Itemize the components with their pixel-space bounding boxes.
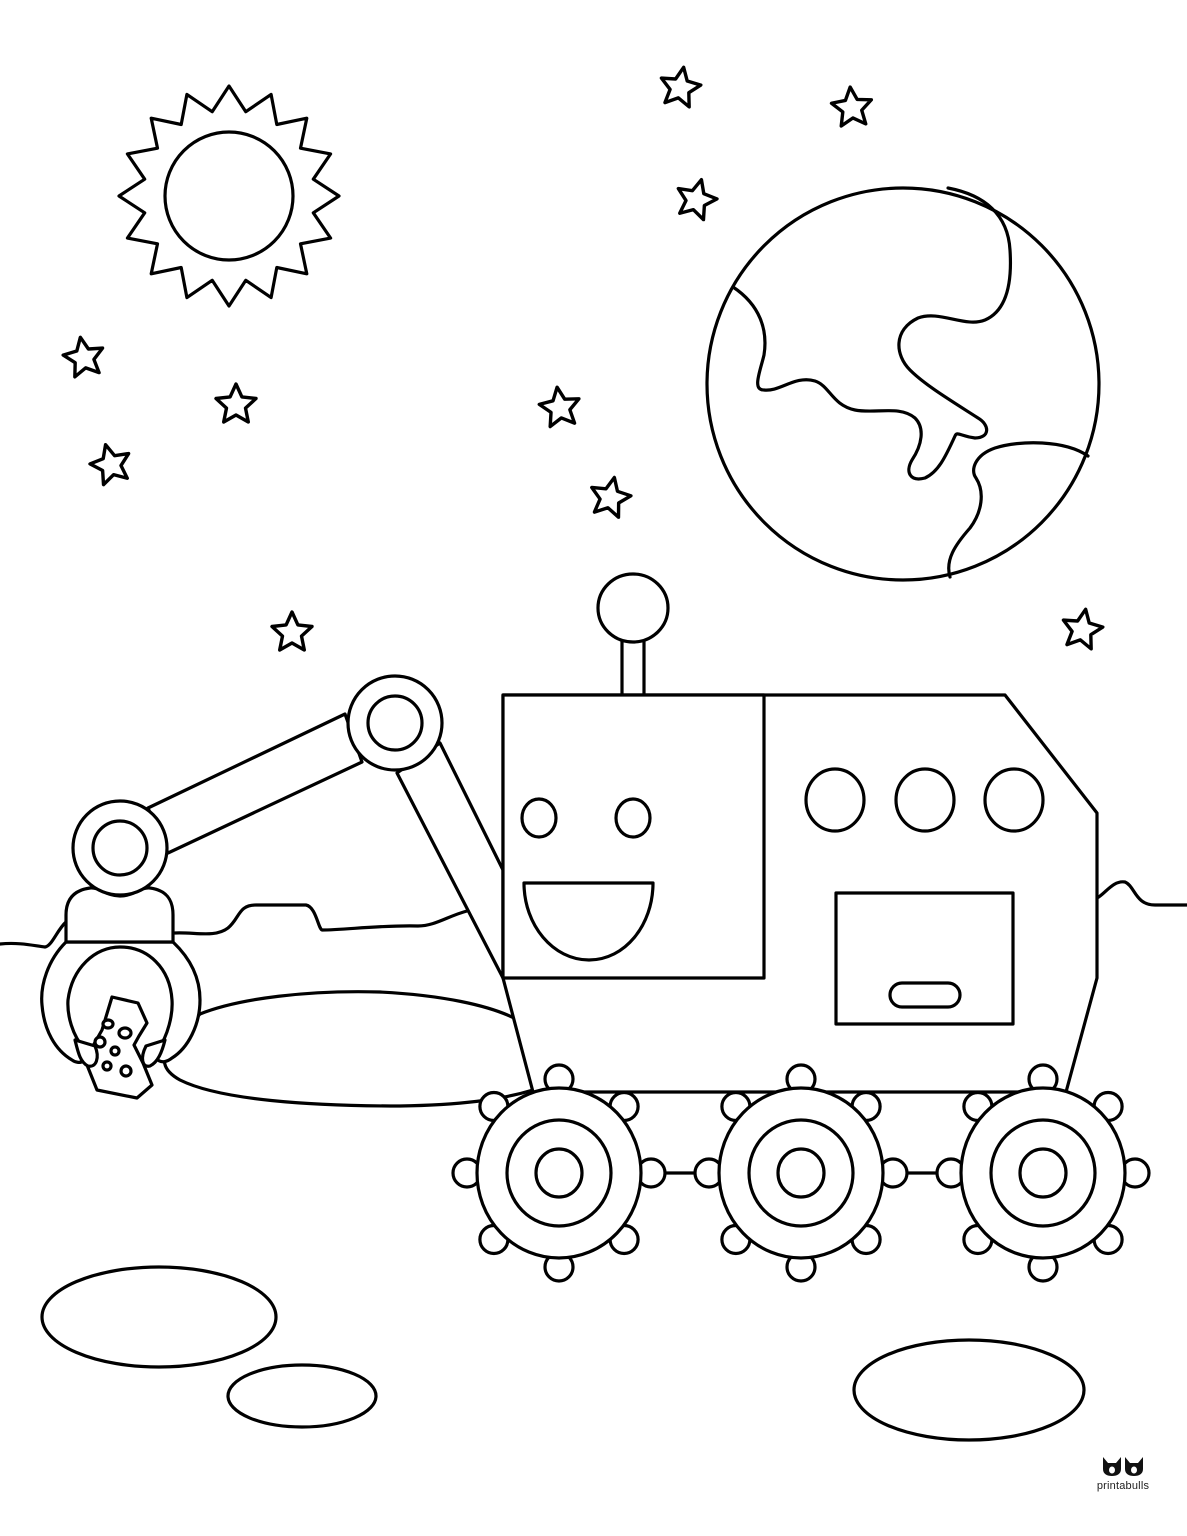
rover-claw bbox=[40, 799, 202, 1100]
star-icon bbox=[676, 178, 719, 222]
crater bbox=[226, 1363, 378, 1429]
rover-wheels bbox=[451, 1063, 1151, 1283]
rover-window bbox=[894, 767, 956, 833]
star-icon bbox=[829, 85, 874, 128]
crater-large bbox=[162, 990, 535, 1108]
stars bbox=[61, 65, 1105, 652]
star-icon bbox=[88, 443, 131, 487]
arm-lower-strut bbox=[395, 741, 505, 980]
antenna-ball bbox=[596, 572, 670, 644]
rover-eyes bbox=[520, 797, 652, 839]
star-icon bbox=[270, 610, 314, 652]
rover-body bbox=[501, 572, 1099, 1094]
continent-upper bbox=[731, 186, 1013, 481]
two-bulldogs-icon bbox=[1103, 1457, 1143, 1476]
claw-tip-left bbox=[73, 1038, 99, 1068]
rover-arm bbox=[146, 674, 505, 980]
rover-wheel bbox=[693, 1063, 909, 1283]
wheel-hub-center bbox=[1018, 1147, 1068, 1199]
antenna-stem bbox=[620, 636, 646, 698]
ground-craters bbox=[40, 1265, 1086, 1442]
horizon-right bbox=[1095, 880, 1187, 907]
continent-lower bbox=[947, 441, 1090, 579]
sun-core bbox=[163, 130, 295, 262]
star-icon bbox=[537, 385, 581, 429]
rover-window bbox=[983, 767, 1045, 833]
brand-name: printabulls bbox=[1096, 1480, 1150, 1492]
rover-eye bbox=[520, 797, 558, 839]
control-slot bbox=[888, 981, 962, 1009]
star-icon bbox=[61, 335, 105, 379]
horizon-middle bbox=[173, 903, 469, 936]
crater bbox=[40, 1265, 278, 1369]
star-icon bbox=[1061, 607, 1105, 651]
rover-wheel bbox=[451, 1063, 667, 1283]
arm-upper-strut bbox=[146, 712, 364, 855]
planet-earth bbox=[705, 186, 1101, 582]
claw-joint-inner bbox=[91, 819, 149, 877]
brand-watermark: printabulls bbox=[1093, 1455, 1153, 1492]
rover-wheel bbox=[935, 1063, 1151, 1283]
rover-mouth bbox=[522, 881, 655, 962]
rover-windows bbox=[804, 767, 1045, 833]
rock-spots bbox=[93, 1018, 133, 1078]
claw-tip-right bbox=[140, 1038, 167, 1068]
claw-grip bbox=[40, 940, 202, 1064]
wheel-hub-center bbox=[534, 1147, 584, 1199]
planet-outline bbox=[705, 186, 1101, 582]
star-icon bbox=[590, 475, 633, 519]
sun bbox=[117, 84, 341, 308]
star-icon bbox=[214, 382, 258, 424]
rover-window bbox=[804, 767, 866, 833]
elbow-joint-inner bbox=[366, 694, 424, 752]
horizon-left bbox=[0, 920, 68, 949]
crater bbox=[852, 1338, 1086, 1442]
star-icon bbox=[659, 65, 703, 109]
rover-eye bbox=[614, 797, 652, 839]
wheel-hub-center bbox=[776, 1147, 826, 1199]
